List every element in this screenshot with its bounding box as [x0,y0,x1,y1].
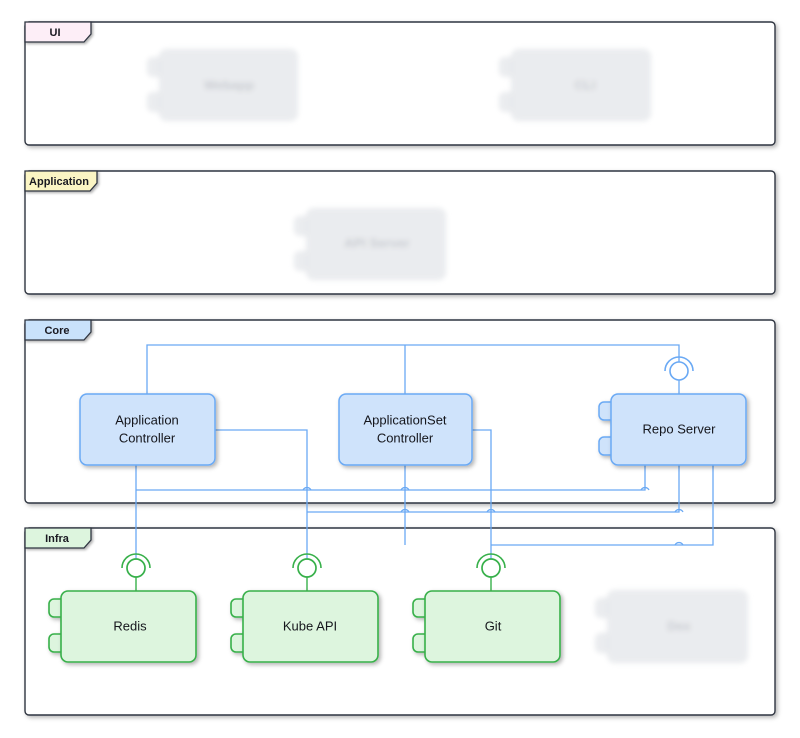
layer-infra-frame [24,527,776,716]
node-cli-body [511,49,651,121]
edge-layer [135,344,714,568]
node-application-controller[interactable]: Application Controller [79,393,216,466]
node-repo-server[interactable]: Repo Server [598,356,747,466]
layer-ui-frame [24,21,776,146]
node-api-server-label: API Server [344,235,410,250]
node-webapp-label: Webapp [204,77,254,92]
edge-jump-1 [302,486,312,491]
node-kube-api-body [242,590,379,663]
edge-jump-7 [674,541,684,546]
node-dex-body [607,590,748,663]
node-git-lollipop-icon [476,553,506,591]
edge-reposerver-to-git [491,465,714,546]
node-application-controller-body [79,393,216,466]
node-cli-label: CLI [575,77,596,92]
node-dex[interactable]: Dex [595,590,748,663]
node-repo-server-lollipop-icon [664,356,694,394]
node-redis-lollipop-icon [121,553,151,591]
node-kube-api[interactable]: Kube API [230,553,379,663]
edge-appctrl-to-reposerver-top [146,344,680,394]
edge-reposerver-to-redis [136,465,646,491]
node-repo-server-body [610,393,747,466]
node-dex-label: Dex [667,618,692,633]
node-application-controller-label-line1: Application [115,412,179,427]
node-redis-body [60,590,197,663]
node-api-server-body [306,208,446,280]
layer-core-label: Core [44,325,69,337]
node-webapp-body [159,49,298,121]
layer-ui: UI [24,21,776,146]
node-redis[interactable]: Redis [48,553,197,663]
node-git-label: Git [485,618,502,633]
layer-infra-label: Infra [45,533,70,545]
node-api-server[interactable]: API Server [294,208,446,280]
edge-reposerver-to-kube-api [307,465,680,513]
node-redis-label: Redis [113,618,147,633]
node-kube-api-label: Kube API [283,618,337,633]
node-cli[interactable]: CLI [499,49,651,121]
node-git-body [424,590,561,663]
layer-infra: Infra [24,527,776,716]
node-application-controller-label-line2: Controller [119,430,176,445]
node-applicationset-controller-label-line2: Controller [377,430,434,445]
edge-jump-5 [486,508,496,513]
node-applicationset-controller[interactable]: ApplicationSet Controller [338,393,473,466]
node-git[interactable]: Git [412,553,561,663]
layer-ui-tab [24,21,92,43]
edge-jump-2 [400,486,410,491]
edge-jump-6 [674,508,684,513]
node-kube-api-lollipop-icon [292,553,322,591]
layer-infra-tab [24,527,92,549]
node-applicationset-controller-label-line1: ApplicationSet [363,412,446,427]
node-applicationset-controller-body [338,393,473,466]
edge-jump-4 [400,508,410,513]
layer-application-label: Application [29,176,89,188]
node-repo-server-label: Repo Server [643,421,717,436]
layer-ui-label: UI [50,27,61,39]
edge-jump-3 [640,486,650,491]
layer-application-tab [24,170,98,192]
node-webapp[interactable]: Webapp [147,49,298,121]
layer-core-tab [24,319,92,341]
edge-appsetctrl-to-git [472,429,492,568]
